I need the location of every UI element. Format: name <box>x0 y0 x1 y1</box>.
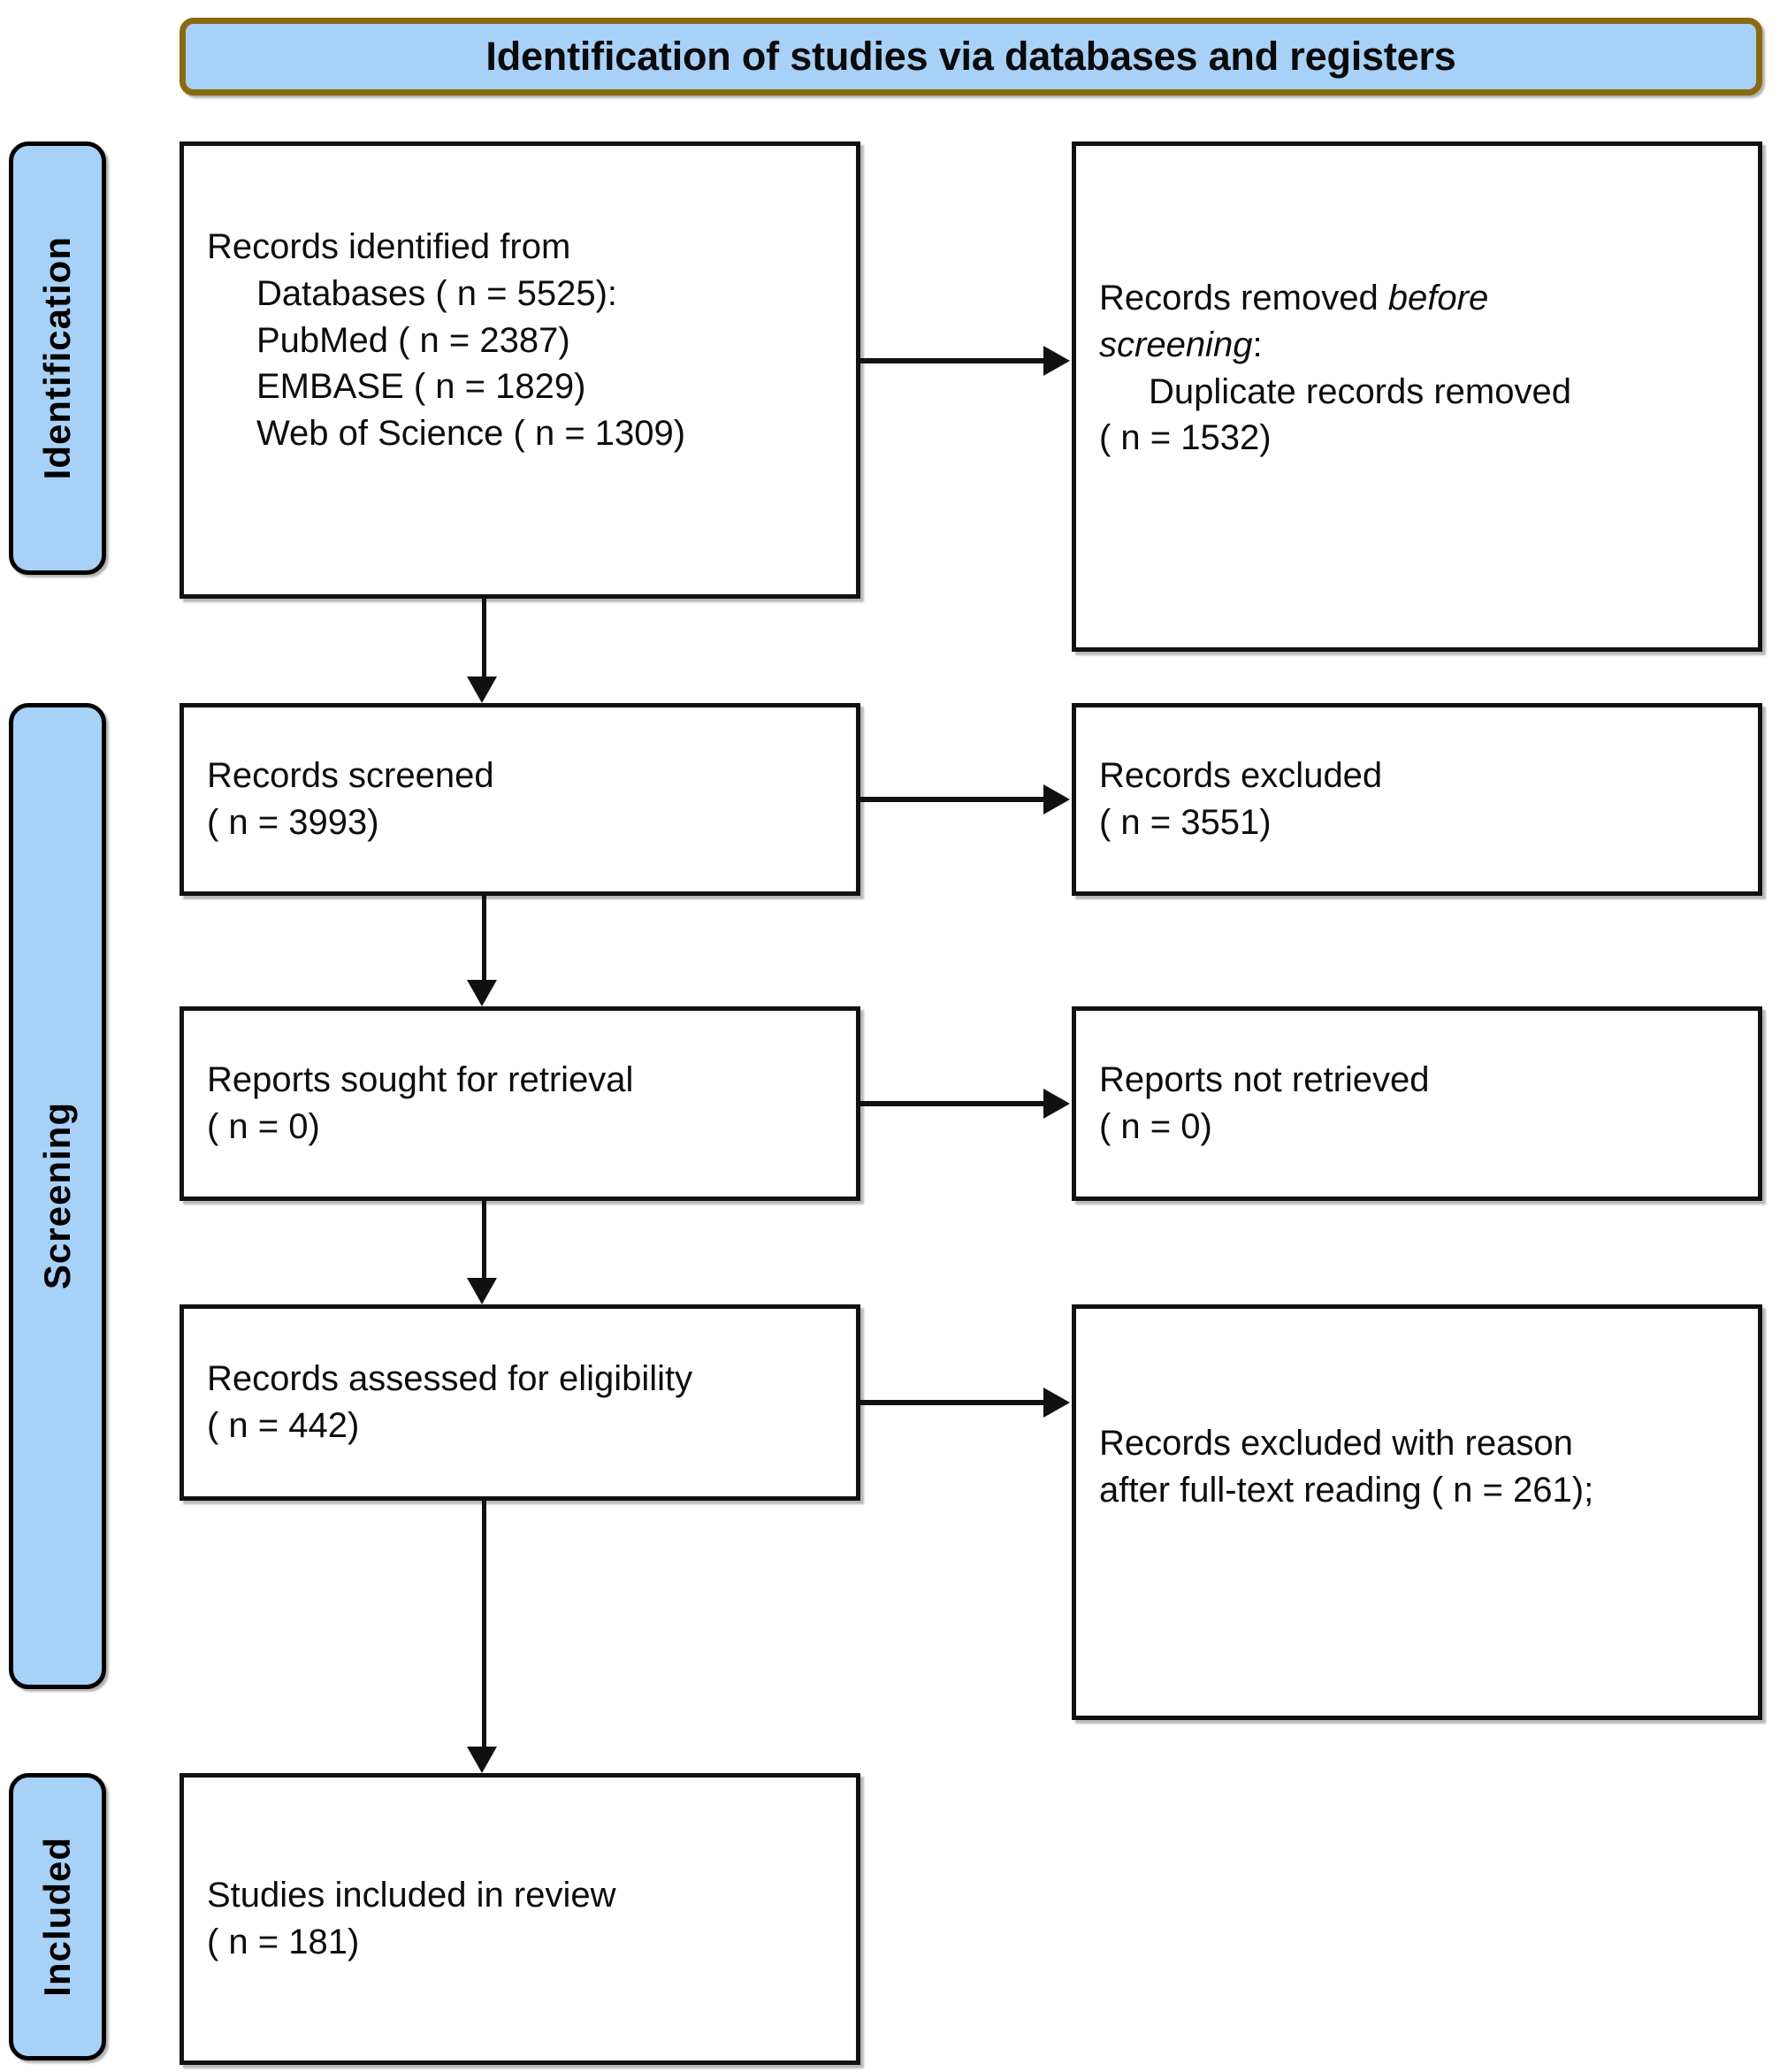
reports-not-retrieved-line-1: Reports not retrieved <box>1099 1060 1430 1100</box>
records-screened-line-2: ( n = 3993) <box>207 803 379 842</box>
stage-label-included-text: Included <box>36 1837 78 1997</box>
records-removed-line-1: Records removed before <box>1099 275 1735 322</box>
box-reports-sought: Reports sought for retrieval ( n = 0) <box>180 1006 860 1201</box>
connector-screened-to-excluded-arrow <box>1043 784 1070 814</box>
stage-label-screening: Screening <box>9 703 106 1689</box>
connector-identified-to-screened-arrow <box>467 677 497 703</box>
records-assessed-line-1: Records assessed for eligibility <box>207 1359 693 1399</box>
records-excluded-reason-line-1: Records excluded with reason <box>1099 1424 1573 1463</box>
box-records-removed-before-screening: Records removed before screening: Duplic… <box>1072 141 1762 652</box>
records-excluded-line-2: ( n = 3551) <box>1099 803 1272 842</box>
connector-assessed-to-included-line <box>482 1501 486 1748</box>
box-records-screened: Records screened ( n = 3993) <box>180 703 860 896</box>
box-reports-not-retrieved: Reports not retrieved ( n = 0) <box>1072 1006 1762 1201</box>
studies-included-line-2: ( n = 181) <box>207 1923 360 1961</box>
records-removed-line-4: ( n = 1532) <box>1099 418 1272 458</box>
stage-label-included: Included <box>9 1773 106 2061</box>
connector-screened-to-excluded-line <box>860 797 1044 802</box>
connector-identified-to-screened-line <box>482 599 486 678</box>
records-removed-line-2-post: : <box>1252 325 1263 364</box>
records-excluded-line-1: Records excluded <box>1099 756 1383 796</box>
connector-assessed-to-included-arrow <box>467 1747 497 1773</box>
reports-not-retrieved-line-2: ( n = 0) <box>1099 1107 1212 1146</box>
connector-identified-to-removed-line <box>860 358 1044 363</box>
records-identified-line-2: Databases ( n = 5525): <box>256 273 618 313</box>
diagram-header-banner: Identification of studies via databases … <box>180 18 1762 96</box>
connector-identified-to-removed-arrow <box>1043 346 1070 376</box>
stage-label-screening-text: Screening <box>36 1102 78 1290</box>
connector-sought-to-assessed-line <box>482 1201 486 1281</box>
records-removed-line-1-pre: Records removed <box>1099 279 1388 317</box>
records-identified-line-4: EMBASE ( n = 1829) <box>256 367 586 407</box>
records-removed-line-1-emphasis: before <box>1387 279 1489 317</box>
reports-sought-line-2: ( n = 0) <box>207 1107 320 1146</box>
box-records-excluded-with-reason: Records excluded with reason after full-… <box>1072 1304 1762 1720</box>
connector-screened-to-sought-line <box>482 896 486 982</box>
connector-assessed-to-excluded-reason-arrow <box>1043 1388 1070 1418</box>
connector-sought-to-not-retrieved-arrow <box>1043 1089 1070 1119</box>
connector-assessed-to-excluded-reason-line <box>860 1400 1044 1405</box>
studies-included-line-1: Studies included in review <box>207 1876 616 1915</box>
banner-title: Identification of studies via databases … <box>485 34 1456 79</box>
records-identified-line-5: Web of Science ( n = 1309) <box>256 414 686 454</box>
box-studies-included: Studies included in review ( n = 181) <box>180 1773 860 2065</box>
records-excluded-reason-line-2: after full-text reading ( n = 261); <box>1099 1470 1594 1510</box>
box-records-excluded: Records excluded ( n = 3551) <box>1072 703 1762 896</box>
box-records-assessed: Records assessed for eligibility ( n = 4… <box>180 1304 860 1501</box>
records-identified-line-3: PubMed ( n = 2387) <box>256 320 570 360</box>
records-screened-line-1: Records screened <box>207 756 494 796</box>
stage-label-identification: Identification <box>9 141 106 575</box>
connector-sought-to-not-retrieved-line <box>860 1101 1044 1106</box>
records-removed-line-2: screening: <box>1099 322 1735 369</box>
stage-label-identification-text: Identification <box>36 236 78 480</box>
records-removed-line-3: Duplicate records removed <box>1149 371 1571 411</box>
reports-sought-line-1: Reports sought for retrieval <box>207 1060 634 1100</box>
records-identified-line-1: Records identified from <box>207 227 571 266</box>
box-records-identified: Records identified from Databases ( n = … <box>180 141 860 599</box>
connector-screened-to-sought-arrow <box>467 980 497 1006</box>
records-assessed-line-2: ( n = 442) <box>207 1406 360 1445</box>
connector-sought-to-assessed-arrow <box>467 1278 497 1304</box>
records-removed-line-2-emphasis: screening <box>1099 325 1253 364</box>
